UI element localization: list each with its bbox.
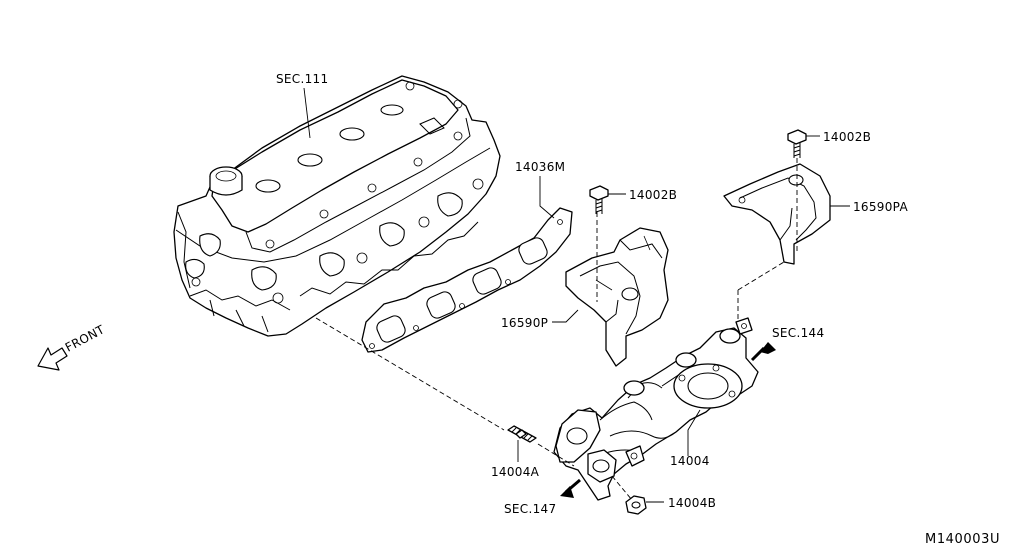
diagram-code: M140003U — [925, 532, 1000, 547]
heat-insulator-16590pa — [723, 163, 831, 265]
label-14002b-mid: 14002B — [629, 188, 677, 202]
label-16590p: 16590P — [501, 316, 548, 330]
label-sec111: SEC.111 — [276, 72, 328, 86]
label-14036m: 14036M — [515, 160, 565, 174]
label-14004b: 14004B — [668, 496, 716, 510]
leader-lines — [303, 87, 850, 503]
label-sec144: SEC.144 — [772, 326, 824, 340]
label-16590pa: 16590PA — [853, 200, 908, 214]
exhaust-manifold — [553, 317, 759, 501]
stud-14004a — [507, 425, 537, 443]
sec144-arrow-icon — [750, 342, 776, 362]
nut-14004b — [625, 495, 647, 515]
label-front: FRONT — [63, 322, 107, 354]
label-14004: 14004 — [670, 454, 710, 468]
bolt-14002b-mid — [589, 185, 609, 214]
label-14002b-top: 14002B — [823, 130, 871, 144]
heat-insulator-16590p — [565, 227, 669, 367]
label-sec147: SEC.147 — [504, 502, 556, 516]
front-arrow-icon — [37, 347, 68, 371]
assembly-center-lines — [315, 158, 798, 501]
bolt-14002b-top — [787, 129, 807, 158]
label-14004a: 14004A — [491, 465, 540, 479]
exhaust-manifold-gasket — [361, 207, 573, 353]
cylinder-head — [173, 75, 501, 337]
sec147-arrow-icon — [560, 478, 581, 498]
